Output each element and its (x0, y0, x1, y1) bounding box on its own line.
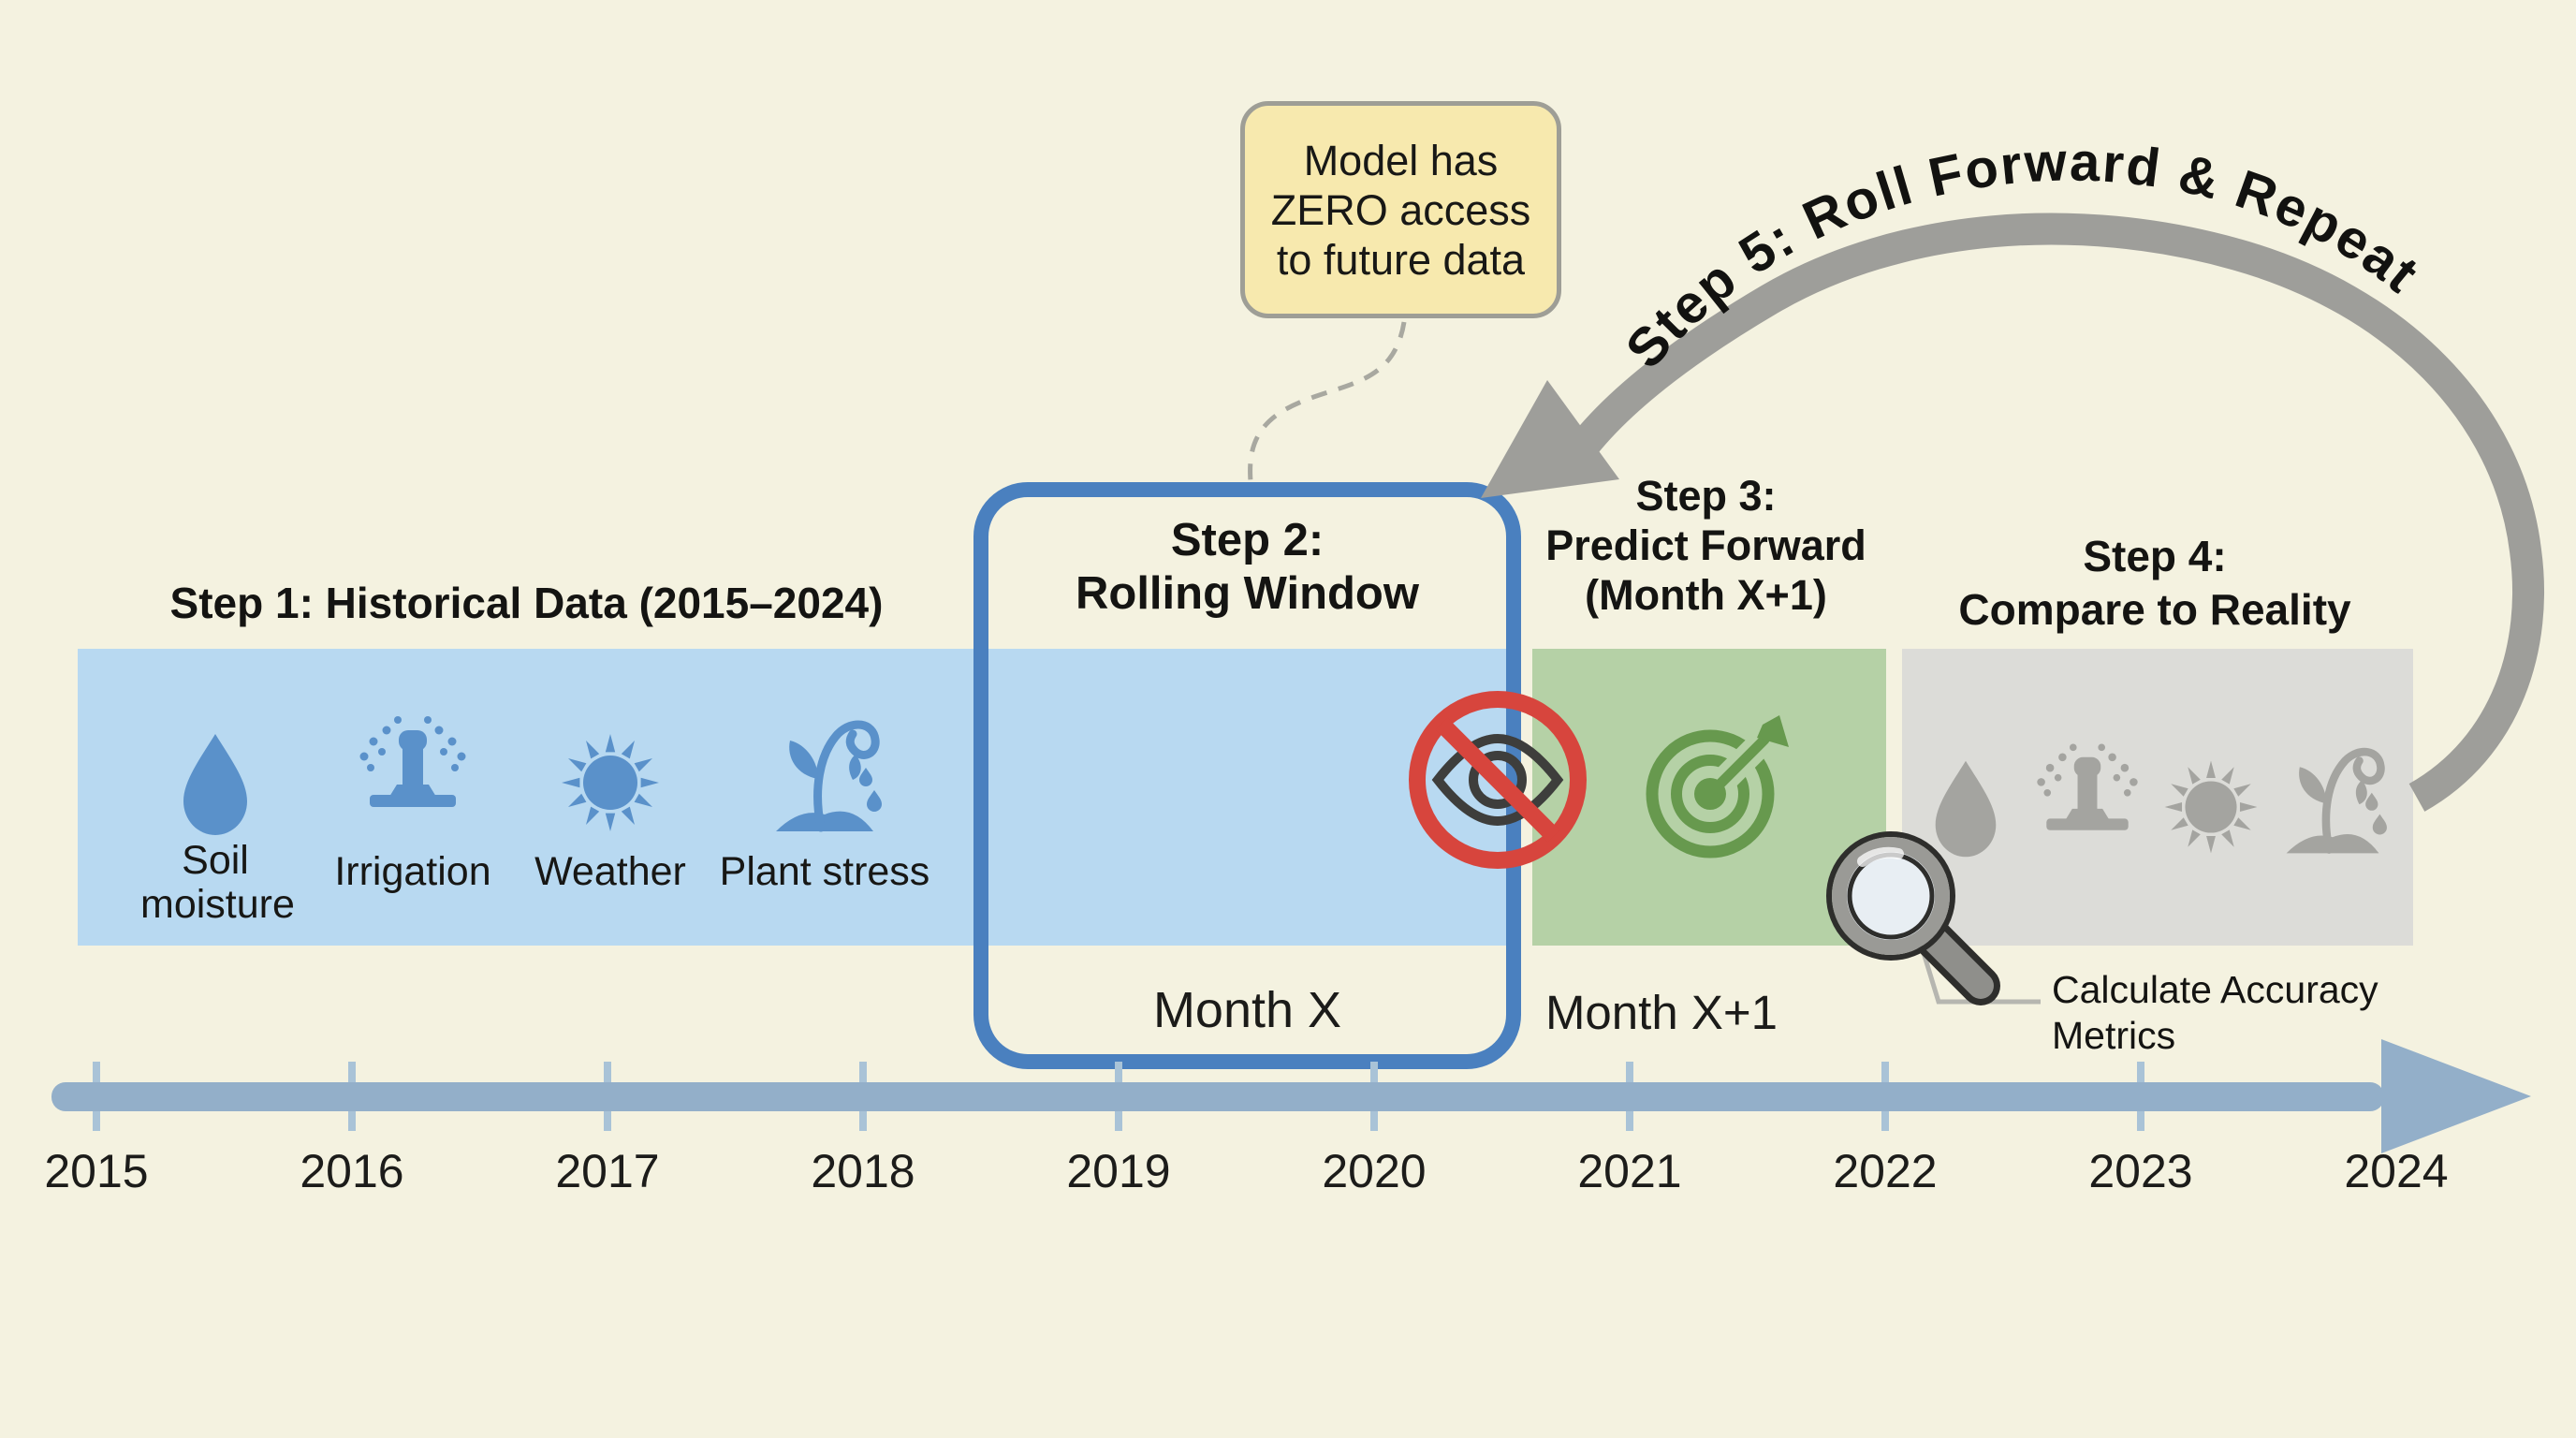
plant-stress-label: Plant stress (719, 849, 930, 894)
step5-curved-label: Step 5: Roll Forward & Repeat (1614, 131, 2430, 379)
month-x1-label: Month X+1 (1544, 986, 1778, 1039)
leader-line (1918, 943, 2041, 1005)
predict-forward-band (1532, 649, 1886, 946)
step2-title: Step 2: Rolling Window (1076, 515, 1419, 619)
irrigation-label: Irrigation (334, 849, 491, 894)
timeline-ticks (93, 1062, 2400, 1131)
year-label: 2019 (1066, 1145, 1171, 1197)
compare-reality-band (1902, 649, 2413, 946)
year-label: 2017 (555, 1145, 660, 1197)
soil-moisture-label: Soil moisture (140, 838, 295, 927)
year-label: 2021 (1577, 1145, 1682, 1197)
calculate-accuracy-note: Calculate Accuracy Metrics (2052, 968, 2378, 1057)
year-label: 2016 (300, 1145, 404, 1197)
year-label: 2022 (1833, 1145, 1938, 1197)
month-x-label: Month X (1152, 982, 1342, 1038)
zero-access-callout: Model has ZERO access to future data (1240, 101, 1561, 318)
callout-connector-line (1248, 321, 1407, 482)
step3-title: Step 3: Predict Forward (Month X+1) (1545, 472, 1866, 619)
year-label: 2023 (2088, 1145, 2193, 1197)
year-label: 2018 (811, 1145, 915, 1197)
rolling-window-box (973, 482, 1521, 1069)
timeline-bar (51, 1082, 2384, 1111)
year-label: 2024 (2344, 1145, 2449, 1197)
year-label: 2020 (1322, 1145, 1427, 1197)
weather-label: Weather (534, 849, 686, 894)
step4-title: Step 4: Compare to Reality (1958, 532, 2351, 634)
year-label: 2015 (44, 1145, 149, 1197)
step1-title: Step 1: Historical Data (2015–2024) (169, 579, 884, 627)
